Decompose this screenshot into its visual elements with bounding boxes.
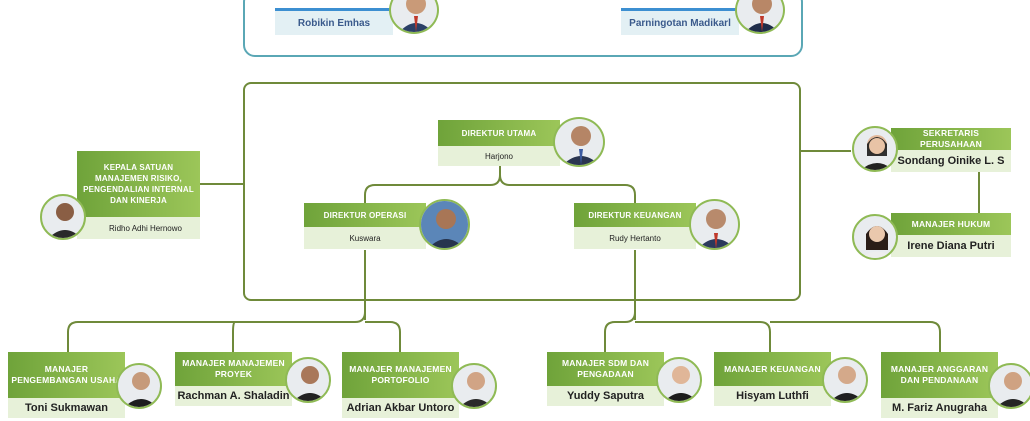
director-utama-card: DIREKTUR UTAMA Harjono xyxy=(438,120,560,166)
director-utama-photo xyxy=(553,117,605,167)
manager-photo-2 xyxy=(285,357,331,403)
manager-photo-5 xyxy=(822,357,868,403)
corporate-secretary-card: SEKRETARIS PERUSAHAAN Sondang Oinike L. … xyxy=(891,128,1011,172)
manager-title-1: MANAJER PENGEMBANGAN USAHA xyxy=(8,352,125,398)
manager-photo-1 xyxy=(116,363,162,409)
manager-title-6: MANAJER ANGGARAN DAN PENDANAAN xyxy=(881,352,998,398)
commissioner-name-right: Parningotan Madikarl xyxy=(621,8,739,35)
director-keuangan-photo xyxy=(689,199,740,250)
risk-unit-card: KEPALA SATUAN MANAJEMEN RISIKO, PENGENDA… xyxy=(77,151,200,239)
director-operasi-photo xyxy=(419,199,470,250)
director-operasi-title: DIREKTUR OPERASI xyxy=(304,203,426,227)
manager-name-5: Hisyam Luthfi xyxy=(714,386,831,406)
board-of-commissioners-frame xyxy=(243,0,803,57)
commissioner-name-left: Robikin Emhas xyxy=(275,8,393,35)
corporate-secretary-name: Sondang Oinike L. S xyxy=(891,150,1011,172)
director-utama-name: Harjono xyxy=(438,146,560,166)
manager-card-5: MANAJER KEUANGAN Hisyam Luthfi xyxy=(714,352,831,406)
director-keuangan-title: DIREKTUR KEUANGAN xyxy=(574,203,696,227)
director-utama-title: DIREKTUR UTAMA xyxy=(438,120,560,146)
legal-manager-name: Irene Diana Putri xyxy=(891,235,1011,257)
commissioner-photo-left xyxy=(389,0,439,34)
director-operasi-card: DIREKTUR OPERASI Kuswara xyxy=(304,203,426,249)
manager-photo-4 xyxy=(656,357,702,403)
corporate-secretary-photo xyxy=(852,126,898,172)
manager-photo-6 xyxy=(988,363,1030,409)
risk-unit-title: KEPALA SATUAN MANAJEMEN RISIKO, PENGENDA… xyxy=(77,151,200,217)
manager-card-6: MANAJER ANGGARAN DAN PENDANAAN M. Fariz … xyxy=(881,352,998,418)
manager-title-2: MANAJER MANAJEMEN PROYEK xyxy=(175,352,292,386)
manager-card-2: MANAJER MANAJEMEN PROYEK Rachman A. Shal… xyxy=(175,352,292,406)
manager-title-3: MANAJER MANAJEMEN PORTOFOLIO xyxy=(342,352,459,398)
director-operasi-name: Kuswara xyxy=(304,227,426,249)
legal-manager-photo xyxy=(852,214,898,260)
manager-name-3: Adrian Akbar Untoro xyxy=(342,398,459,418)
manager-name-4: Yuddy Saputra xyxy=(547,386,664,406)
manager-title-5: MANAJER KEUANGAN xyxy=(714,352,831,386)
manager-card-1: MANAJER PENGEMBANGAN USAHA Toni Sukmawan xyxy=(8,352,125,418)
legal-manager-card: MANAJER HUKUM Irene Diana Putri xyxy=(891,213,1011,257)
legal-manager-title: MANAJER HUKUM xyxy=(891,213,1011,235)
manager-card-3: MANAJER MANAJEMEN PORTOFOLIO Adrian Akba… xyxy=(342,352,459,418)
director-keuangan-name: Rudy Hertanto xyxy=(574,227,696,249)
risk-unit-photo xyxy=(40,194,86,240)
manager-name-6: M. Fariz Anugraha xyxy=(881,398,998,418)
corporate-secretary-title: SEKRETARIS PERUSAHAAN xyxy=(891,128,1011,150)
risk-unit-name: Ridho Adhi Hernowo xyxy=(77,217,200,239)
board-of-directors-frame xyxy=(243,82,801,301)
manager-title-4: MANAJER SDM DAN PENGADAAN xyxy=(547,352,664,386)
manager-name-1: Toni Sukmawan xyxy=(8,398,125,418)
manager-photo-3 xyxy=(451,363,497,409)
manager-card-4: MANAJER SDM DAN PENGADAAN Yuddy Saputra xyxy=(547,352,664,406)
manager-name-2: Rachman A. Shaladin xyxy=(175,386,292,406)
director-keuangan-card: DIREKTUR KEUANGAN Rudy Hertanto xyxy=(574,203,696,249)
